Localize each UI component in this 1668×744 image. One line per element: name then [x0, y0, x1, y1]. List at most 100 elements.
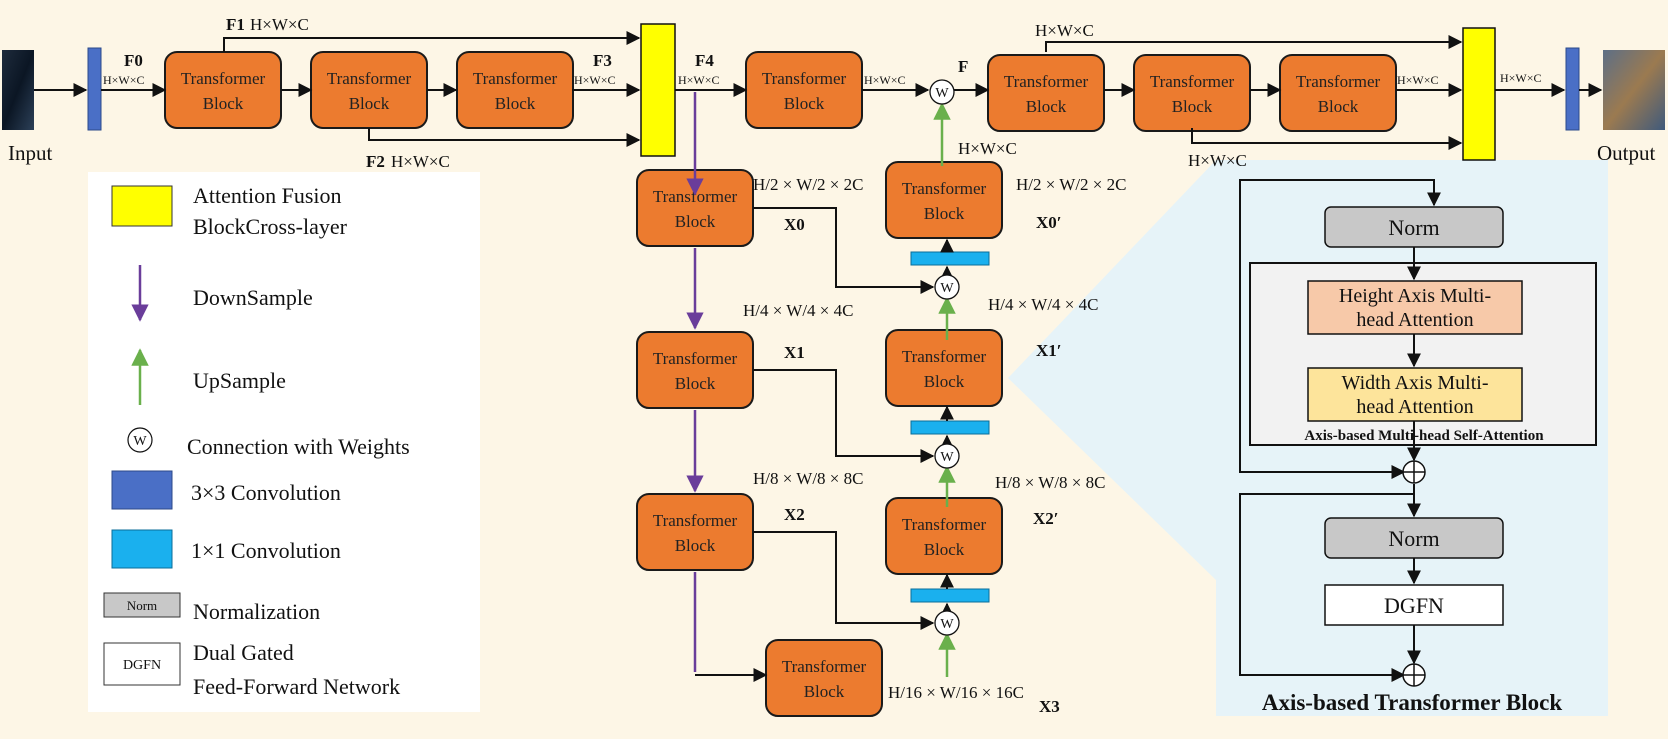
f1-dim: H×W×C [250, 15, 309, 34]
attention-fusion-decoder [1462, 27, 1496, 161]
width-attention-1: Width Axis Multi- [1342, 372, 1489, 394]
legend-w-symbol: W [133, 434, 147, 449]
residual-add-1 [1402, 460, 1426, 484]
axis-block-title: Axis-based Transformer Block [1262, 690, 1562, 715]
attention-fusion-encoder [640, 23, 676, 157]
block-label-line1: Transformer [782, 657, 867, 676]
dgfn-box-label: DGFN [1384, 593, 1444, 618]
w-symbol: W [940, 450, 954, 465]
height-attention-2: head Attention [1356, 309, 1473, 331]
axis-block-flow [1239, 179, 1441, 682]
x2p-label: X2′ [1033, 509, 1059, 528]
norm-box-1-label: Norm [1388, 215, 1439, 240]
axis-transformer-detail: Norm Height Axis Multi- head Attention W… [1239, 179, 1597, 715]
legend-swatch-conv3x3 [111, 470, 173, 510]
block-label-line1: Transformer [327, 69, 412, 88]
block-label-line1: Transformer [653, 349, 738, 368]
w-x2-weights: W [934, 610, 960, 636]
w-x0-weights: W [934, 274, 960, 300]
w-symbol: W [940, 281, 954, 296]
legend-dgfn-2: Feed-Forward Network [193, 674, 400, 699]
x2-label: X2 [784, 505, 805, 524]
legend-dgfn-box-label: DGFN [123, 658, 161, 673]
legend-conv1x1: 1×1 Convolution [191, 538, 341, 563]
block-label-line1: Transformer [653, 187, 738, 206]
block-label-line2: Block [1172, 97, 1213, 116]
x2p-dim: H/8 × W/8 × 8C [995, 473, 1105, 492]
f2-label: F2 [366, 152, 385, 171]
legend-upsample: UpSample [193, 368, 286, 393]
height-attention-box [1307, 280, 1523, 335]
block-label-line2: Block [784, 94, 825, 113]
f0-label: F0 [124, 51, 143, 70]
top-row-connections [34, 31, 1603, 150]
f-label: F [958, 57, 968, 76]
conv1x1-x0p [910, 251, 990, 266]
x0-label: X0 [784, 215, 805, 234]
legend-dgfn-box [103, 642, 181, 686]
dec-top-dim: H×W×C [958, 139, 1017, 158]
block-label-line2: Block [203, 94, 244, 113]
legend-norm-box-label: Norm [127, 598, 157, 613]
block-label-line1: Transformer [1296, 72, 1381, 91]
block-label-line2: Block [1318, 97, 1359, 116]
block-label-line1: Transformer [762, 69, 847, 88]
output-label: Output [1597, 141, 1656, 165]
x0p-label: X0′ [1036, 213, 1062, 232]
w-x1-weights: W [934, 443, 960, 469]
block-label-line1: Transformer [181, 69, 266, 88]
block-label-line1: Transformer [902, 347, 987, 366]
block-label-line2: Block [924, 372, 965, 391]
conv3x3-out [1565, 47, 1580, 131]
out-right-dim: H×W×C [1500, 71, 1542, 85]
w-top-weights: W [929, 79, 955, 105]
legend-attention-fusion-1: Attention Fusion [193, 183, 342, 208]
legend-w-circle [127, 427, 153, 453]
width-attention-2: head Attention [1356, 396, 1473, 418]
x3-label: X3 [1039, 697, 1060, 716]
upsample-arrows [933, 102, 956, 677]
conv1x1-x1p [910, 420, 990, 435]
legend-norm-box [103, 592, 181, 618]
weight-circles: W W W W [929, 79, 960, 636]
legend-connection: Connection with Weights [187, 434, 410, 459]
x0-dim: H/2 × W/2 × 2C [753, 175, 863, 194]
block-label-line2: Block [1026, 97, 1067, 116]
height-attention-1: Height Axis Multi- [1339, 285, 1491, 307]
legend-swatch-attention-fusion [111, 185, 173, 227]
zoom-wedge [1008, 160, 1216, 580]
width-attention-box [1307, 367, 1523, 422]
block-label-line1: Transformer [653, 511, 738, 530]
out-mid-dim: H×W×C [1397, 73, 1439, 87]
legend-swatch-conv1x1 [111, 529, 173, 569]
norm-box-2-label: Norm [1388, 526, 1439, 551]
block-label-line2: Block [924, 204, 965, 223]
f2-dim: H×W×C [391, 152, 450, 171]
f3-dim: H×W×C [574, 73, 616, 87]
legend-downsample: DownSample [193, 285, 313, 310]
x2-dim: H/8 × W/8 × 8C [753, 469, 863, 488]
legend-dgfn-1: Dual Gated [193, 640, 294, 665]
block-label-line2: Block [349, 94, 390, 113]
block-label-line2: Block [675, 374, 716, 393]
input-image [2, 50, 34, 130]
conv3x3-in [87, 47, 102, 131]
block-label-line2: Block [804, 682, 845, 701]
w-symbol: W [935, 86, 949, 101]
f3-label: F3 [593, 51, 612, 70]
residual-add-2 [1402, 663, 1426, 687]
block-label-line1: Transformer [902, 179, 987, 198]
